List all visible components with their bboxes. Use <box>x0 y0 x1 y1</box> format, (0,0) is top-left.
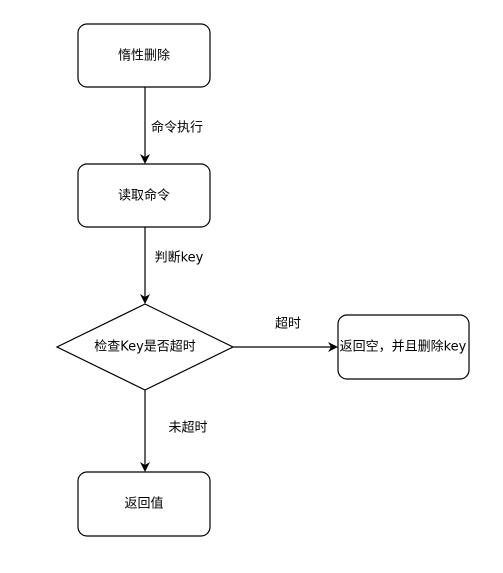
node-read-command: 读取命令 <box>77 163 211 228</box>
node-return-value: 返回值 <box>77 471 211 537</box>
node-lazy-delete: 惰性删除 <box>77 23 211 88</box>
edge-not-timeout: 未超时 <box>140 390 208 472</box>
edge-judge-key-label: 判断key <box>155 251 204 266</box>
node-lazy-delete-box <box>77 23 211 88</box>
node-lazy-delete-label: 惰性删除 <box>118 49 170 64</box>
node-return-value-label: 返回值 <box>124 496 163 512</box>
edge-not-timeout-label: 未超时 <box>168 421 207 436</box>
edge-execute-command: 命令执行 <box>140 87 203 164</box>
node-read-command-label: 读取命令 <box>118 188 170 204</box>
node-check-key-label: 检查Key是否超时 <box>94 340 196 355</box>
node-return-empty-label: 返回空，并且删除key <box>340 340 467 355</box>
node-read-command-box <box>77 163 211 228</box>
node-return-value-box <box>77 471 211 537</box>
node-return-empty: 返回空，并且删除key <box>337 314 470 380</box>
edge-judge-key: 判断key <box>140 227 204 304</box>
node-return-empty-box <box>337 314 470 380</box>
node-check-key: 检查Key是否超时 <box>55 303 235 391</box>
edge-timeout-label: 超时 <box>275 317 301 332</box>
edge-execute-command-label: 命令执行 <box>151 120 203 136</box>
edge-timeout: 超时 <box>233 317 338 352</box>
